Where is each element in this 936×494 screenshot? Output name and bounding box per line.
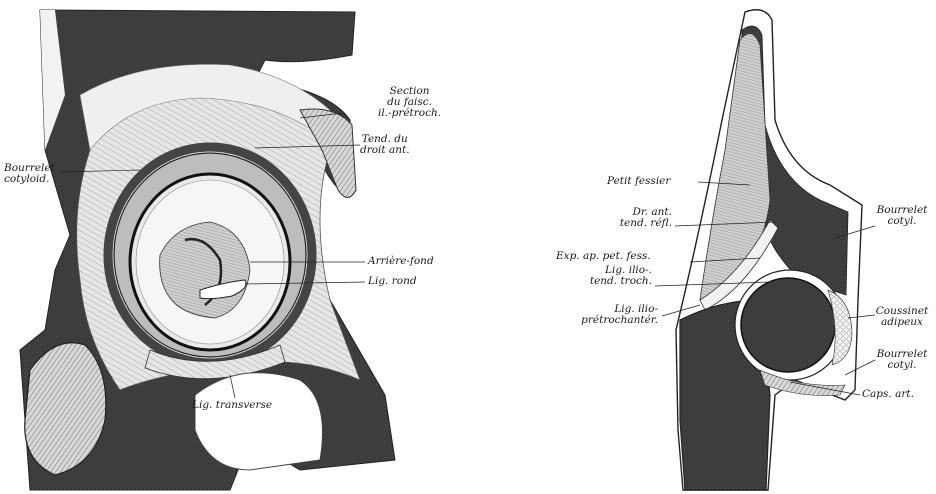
label-bourrelet-cotyl-top: Bourrelet cotyl. xyxy=(872,205,932,227)
label-arriere-fond: Arrière-fond xyxy=(368,256,434,267)
label-lig-ilio-pretroch: Lig. ilio- prétrochantér. xyxy=(562,304,658,326)
label-coussinet-adipeux: Coussinet adipeux xyxy=(872,306,932,328)
label-lig-transverse: Lig. transverse xyxy=(192,400,272,411)
label-tendon-droit: Tend. du droit ant. xyxy=(360,134,410,156)
label-petit-fessier: Petit fessier xyxy=(607,176,670,187)
label-exp-ap-pet-fess: Exp. ap. pet. fess. xyxy=(556,251,651,262)
label-lig-rond: Lig. rond xyxy=(368,276,417,287)
label-dr-ant: Dr. ant. tend. réfl. xyxy=(606,207,672,229)
label-bourrelet-cotyloid: Bourrelet cotyloid. xyxy=(4,163,55,185)
label-section-faisceau: Section du faisc. il.-prétroch. xyxy=(378,86,441,119)
obturator-opening xyxy=(195,373,323,470)
label-lig-ilio-tend: Lig. ilio-. tend. troch. xyxy=(570,265,652,287)
femoral-head xyxy=(741,278,835,372)
label-bourrelet-cotyl-bottom: Bourrelet cotyl. xyxy=(872,349,932,371)
left-illustration xyxy=(20,10,395,490)
label-caps-art: Caps. art. xyxy=(862,389,914,400)
right-illustration xyxy=(655,10,875,490)
